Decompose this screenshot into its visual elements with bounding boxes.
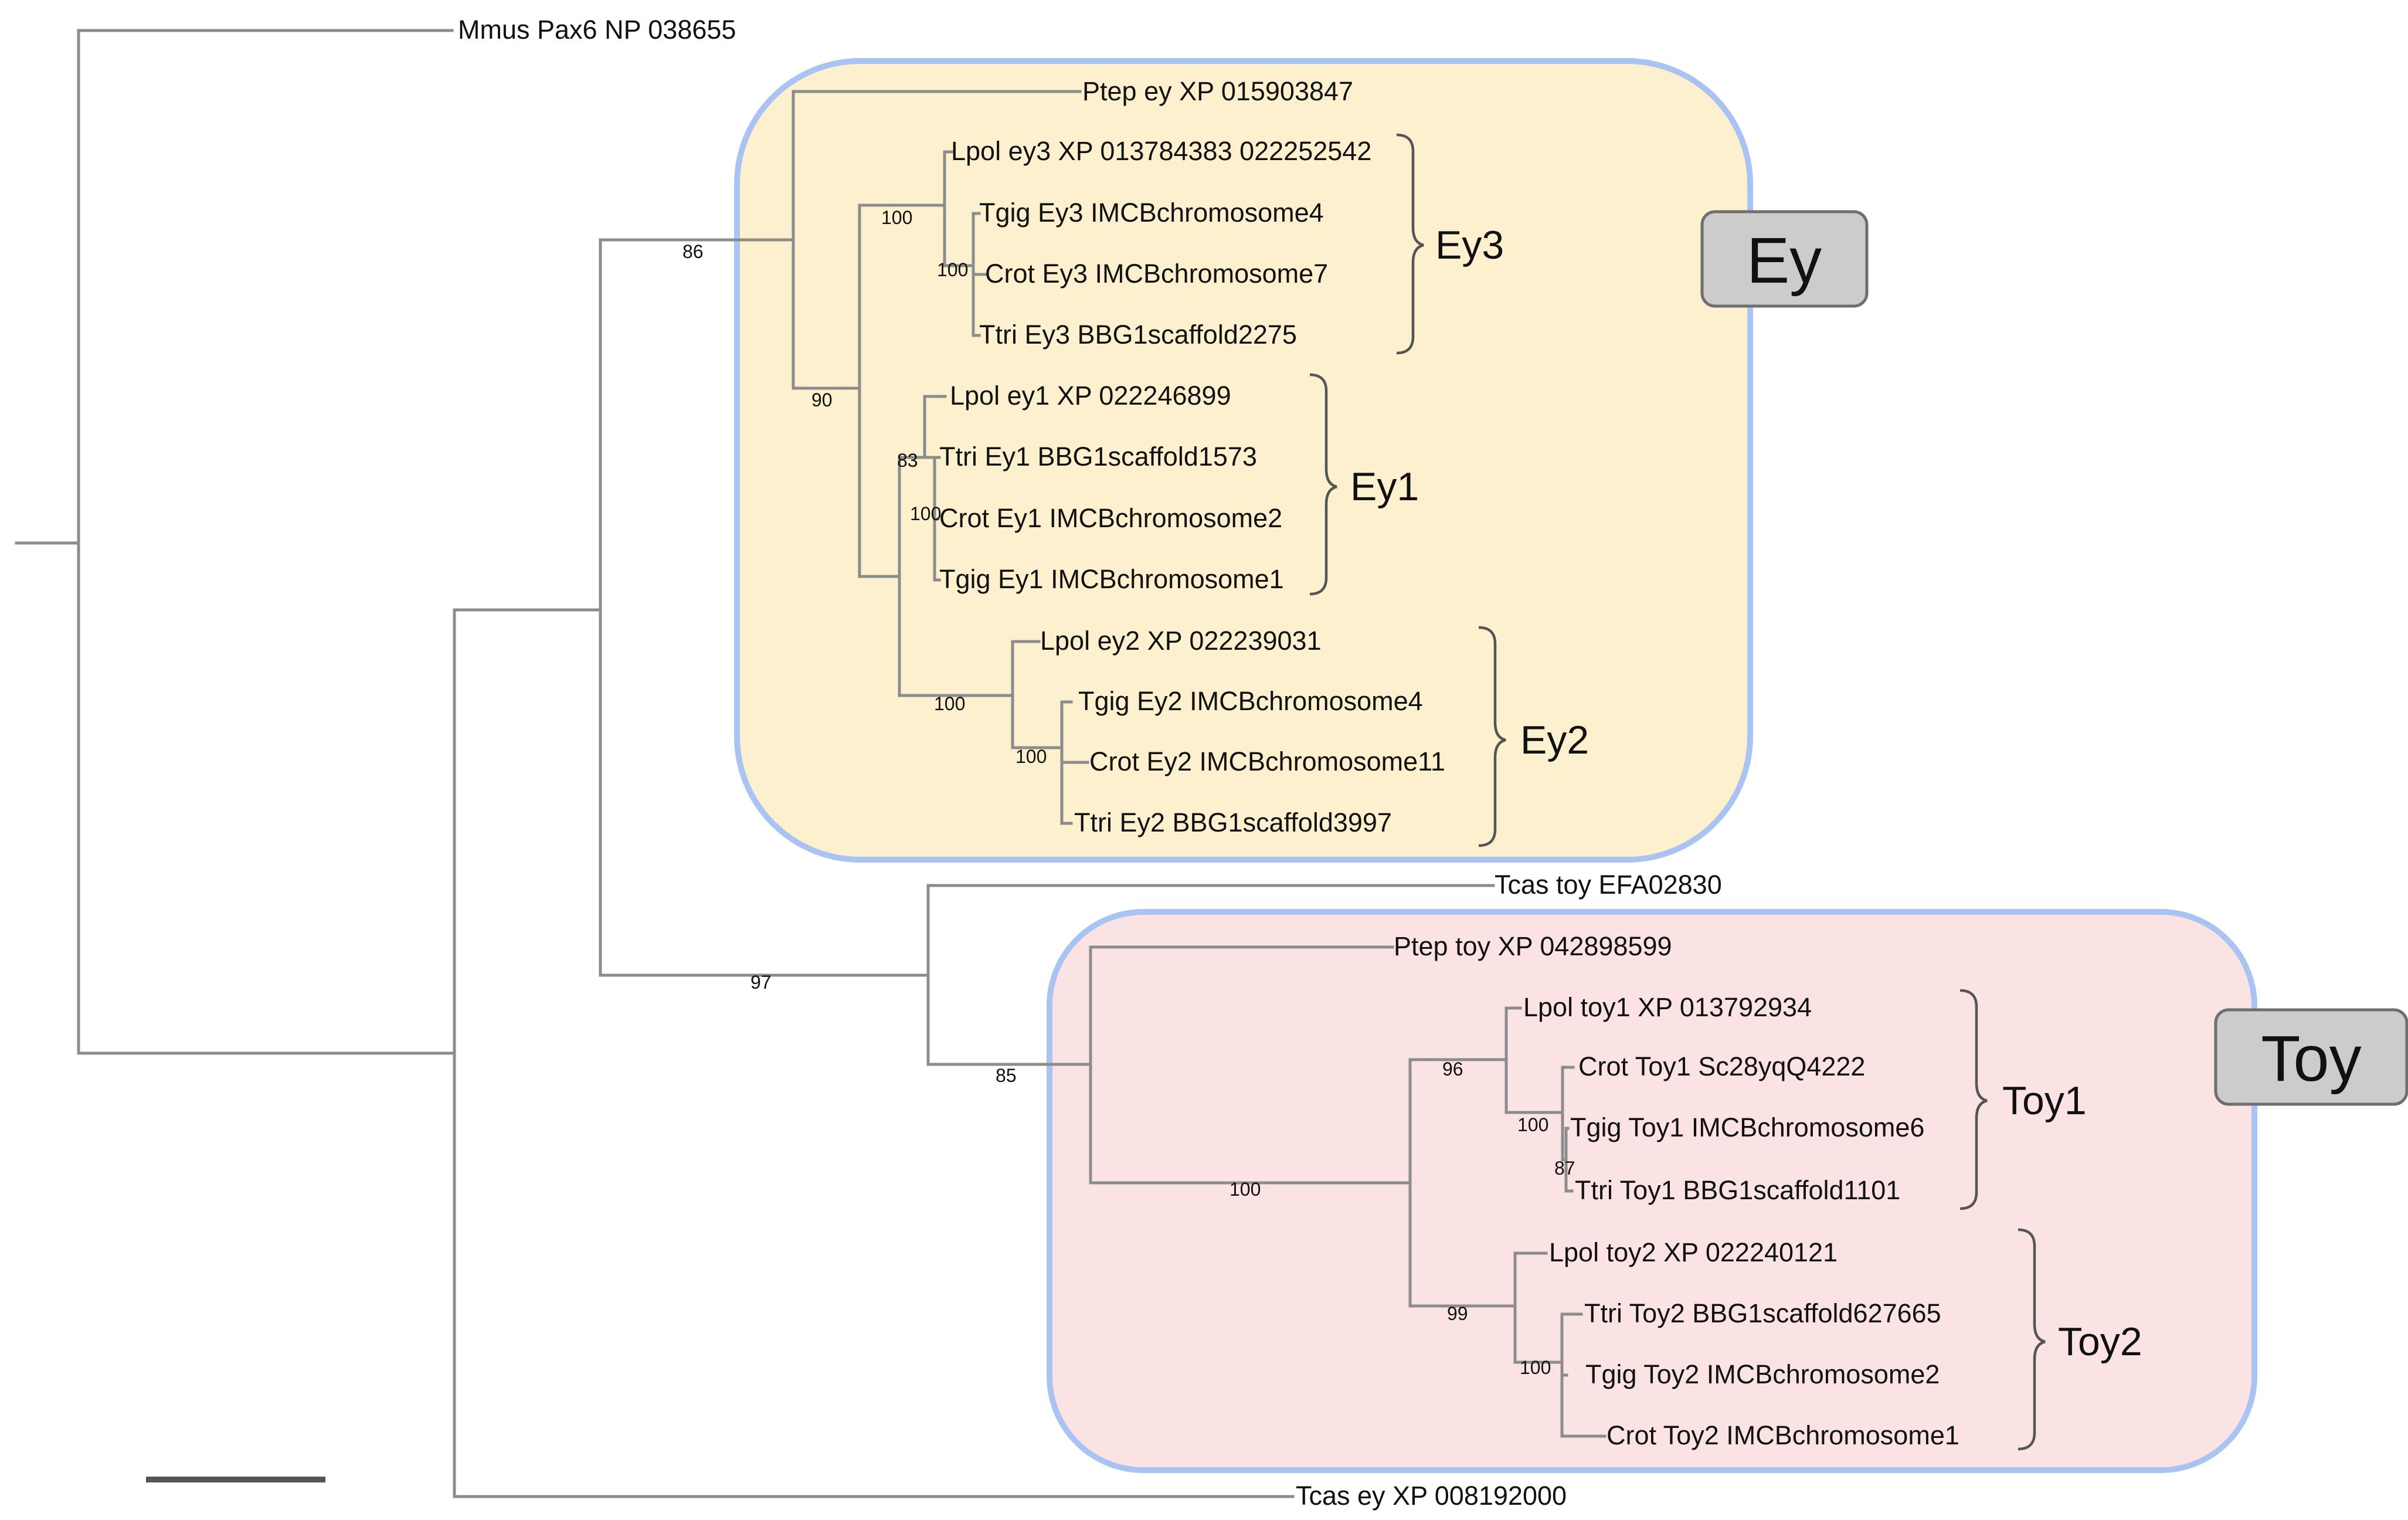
leaf-label: Tgig Ey3 IMCBchromosome4 [979, 198, 1324, 228]
leaf-label: Ptep toy XP 042898599 [1394, 931, 1672, 961]
ey3-ey1ey2-branch [858, 203, 946, 578]
support-value: 83 [897, 450, 918, 471]
leaf-label: Crot Ey3 IMCBchromosome7 [985, 259, 1328, 289]
toy2-branch [1513, 1251, 1564, 1364]
support-value: 100 [934, 693, 965, 714]
ey2-branch [1011, 640, 1064, 749]
ey1-clade-label: Ey1 [1350, 464, 1419, 509]
toy1-brace [1959, 989, 1988, 1210]
leaf-label: Tgig Toy2 IMCBchromosome2 [1585, 1359, 1940, 1389]
toy-group-label: Toy [2261, 1023, 2361, 1095]
support-value: 100 [1230, 1179, 1261, 1200]
support-value: 100 [910, 503, 941, 524]
support-value: 100 [1517, 1114, 1548, 1135]
leaf-label: Ttri Ey1 BBG1scaffold1573 [939, 442, 1257, 471]
ey1ey2-branch [898, 456, 1014, 697]
ingroup-branch [453, 608, 1295, 1498]
ey3-clade-label: Ey3 [1435, 223, 1504, 267]
ey3-branch [943, 150, 975, 267]
ey2-brace [1478, 626, 1506, 847]
leaf-label: Tcas toy EFA02830 [1495, 870, 1722, 900]
support-value: 90 [811, 389, 833, 410]
leaf-label: Tgig Ey1 IMCBchromosome1 [939, 564, 1284, 594]
leaf-label: Lpol ey1 XP 022246899 [950, 381, 1231, 410]
support-value: 85 [996, 1065, 1017, 1086]
ey-group-box [734, 58, 1753, 863]
tree-branches [15, 29, 1607, 1498]
leaf-label: Ttri Ey2 BBG1scaffold3997 [1074, 808, 1392, 837]
leaf-label: Tcas ey XP 008192000 [1296, 1481, 1567, 1511]
root-branch [15, 29, 456, 1055]
ey-toy-branch [599, 238, 930, 977]
ey1-inner-branch [933, 456, 941, 582]
leaf-label: Ptep ey XP 015903847 [1082, 76, 1353, 106]
toy-group-box [1047, 909, 2257, 1473]
leaf-label: Lpol toy2 XP 022240121 [1549, 1237, 1838, 1267]
leaf-label: Tgig Ey2 IMCBchromosome4 [1078, 686, 1423, 716]
leaf-label: Crot Toy1 Sc28yqQ4222 [1578, 1051, 1865, 1081]
ey2-clade-label: Ey2 [1520, 718, 1589, 762]
toy2-inner-branch [1560, 1312, 1607, 1438]
support-value: 100 [881, 207, 912, 228]
support-value: 87 [1554, 1158, 1575, 1179]
leaf-label: Lpol toy1 XP 013792934 [1523, 992, 1812, 1022]
leaf-label: Lpol ey2 XP 022239031 [1040, 626, 1322, 656]
leaf-labels: Mmus Pax6 NP 038655 Ptep ey XP 015903847… [458, 15, 1959, 1511]
support-value: 86 [682, 241, 704, 262]
toy2-brace [2018, 1228, 2046, 1451]
ey-group-label: Ey [1747, 225, 1822, 297]
ey3-inner-branch [972, 212, 987, 337]
support-value: 100 [937, 259, 968, 280]
toy1-branch [1504, 1006, 1564, 1114]
ey2-inner-branch [1060, 700, 1089, 825]
ey1-brace [1309, 373, 1337, 596]
support-value: 100 [1015, 746, 1047, 767]
support-value: 97 [750, 972, 772, 993]
toy2-clade-label: Toy2 [2058, 1319, 2142, 1364]
leaf-label: Ttri Toy2 BBG1scaffold627665 [1584, 1298, 1941, 1328]
tcas-toy-branch [926, 884, 1495, 1066]
leaf-label: Ttri Ey3 BBG1scaffold2275 [979, 320, 1297, 350]
support-value: 100 [1520, 1357, 1551, 1378]
toy1-innermost-branch [1564, 1127, 1574, 1193]
leaf-label: Lpol ey3 XP 013784383 022252542 [951, 136, 1371, 166]
toy-group-label-box [2214, 1008, 2408, 1106]
support-value: 99 [1447, 1303, 1468, 1324]
leaf-label: Crot Ey1 IMCBchromosome2 [939, 503, 1282, 533]
leaf-label: Ttri Toy1 BBG1scaffold1101 [1575, 1175, 1900, 1205]
ey1-branch [923, 395, 947, 459]
support-values: 86 90 100 100 83 100 100 100 97 85 100 9… [682, 207, 1575, 1378]
support-value: 96 [1442, 1058, 1463, 1080]
subclade-braces [1309, 133, 2046, 1451]
leaf-label: Crot Toy2 IMCBchromosome1 [1607, 1420, 1959, 1450]
leaf-label: Tgig Toy1 IMCBchromosome6 [1570, 1112, 1924, 1142]
toy1-clade-label: Toy1 [2002, 1078, 2087, 1123]
ey3-brace [1396, 133, 1424, 355]
ey-clade-branch [792, 90, 1082, 390]
leaf-label: Mmus Pax6 NP 038655 [458, 15, 736, 45]
ey-group-label-box [1700, 210, 1869, 308]
toy-clade-branch [1089, 945, 1412, 1185]
leaf-label: Crot Ey2 IMCBchromosome11 [1089, 747, 1445, 776]
toy1-toy2-branch [1408, 1058, 1517, 1308]
